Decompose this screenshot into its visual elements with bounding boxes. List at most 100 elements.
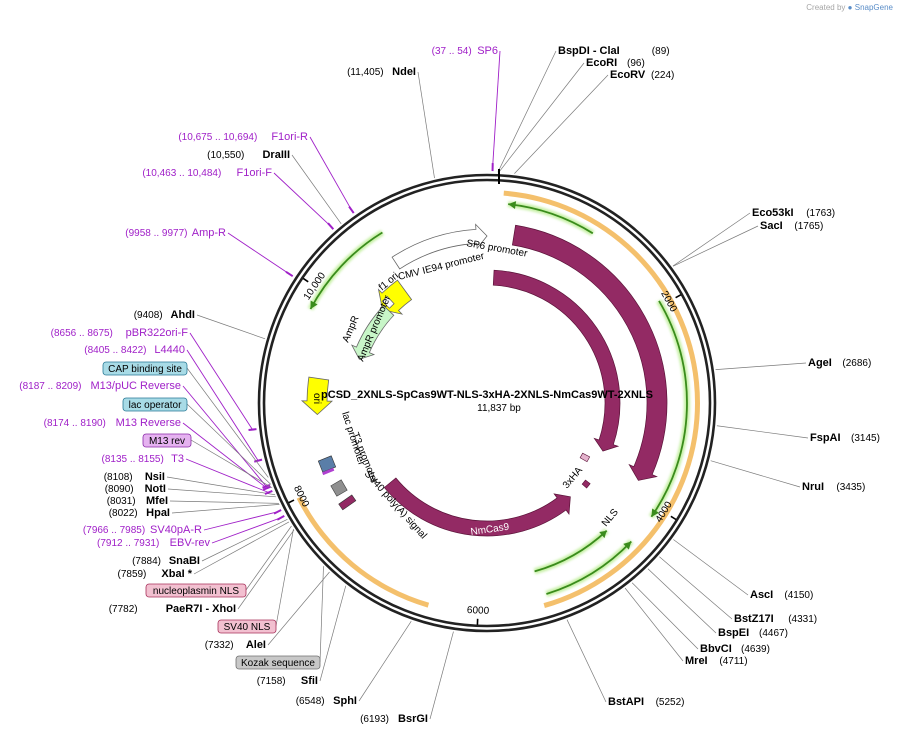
restriction-site-name: AhdI [171, 309, 195, 321]
restriction-site-position: (3145) [851, 433, 880, 444]
green-arc-inner-glow [533, 528, 609, 575]
tick-mark [288, 499, 295, 504]
site-leader-line [193, 521, 290, 575]
primer-leader-line [227, 232, 290, 275]
nls-marker [581, 479, 591, 489]
site-leader-line [291, 154, 342, 225]
green-arc-right-head [651, 508, 659, 517]
feature-label-text: M13 rev [149, 436, 185, 447]
nls-label: NLS [600, 507, 621, 529]
restriction-site-position: (7884) [132, 556, 161, 567]
cas9-inner-arrow [492, 269, 621, 452]
primer-position: (8135 .. 8155) [102, 454, 164, 465]
site-leader-line [358, 621, 412, 702]
restriction-site-name: BstZ17I [734, 613, 774, 625]
primer-name: F1ori-F [237, 167, 273, 179]
site-leader-line [169, 500, 279, 504]
feature-leader-line [319, 566, 324, 663]
feature-leader-line [245, 525, 292, 591]
site-leader-line [715, 362, 807, 370]
site-leader-line [672, 212, 751, 267]
plasmid-length: 11,837 bp [477, 403, 521, 414]
restriction-site-name: AgeI [808, 357, 832, 369]
site-leader-line [429, 631, 454, 720]
restriction-site-name: BspEI [718, 627, 749, 639]
ori-label: ori [311, 393, 322, 404]
restriction-site-position: (4711) [719, 656, 747, 667]
feature-leader-line [186, 403, 272, 485]
primer-name: Amp-R [192, 227, 226, 239]
green-arc-inner-head [599, 530, 607, 539]
site-leader-line [417, 71, 435, 179]
restriction-site-name: FspAI [810, 432, 841, 444]
credit-brand: SnapGene [854, 3, 893, 12]
site-leader-line [659, 556, 733, 620]
restriction-site-position: (8108) [104, 472, 133, 483]
restriction-site-position: (8031) [107, 496, 136, 507]
green-arc-bottom-head [623, 541, 632, 550]
nmcas9-label: NmCas9 [470, 522, 510, 538]
feature-label-box [122, 397, 188, 412]
primer-position: (10,675 .. 10,694) [178, 132, 257, 143]
restriction-site-name: SphI [333, 695, 357, 707]
feature-label-box [235, 655, 321, 670]
green-arc-left-head [310, 300, 318, 309]
primer-name: SP6 [477, 45, 498, 57]
green-arc-inner [534, 530, 608, 573]
restriction-site-position: (5252) [656, 697, 685, 708]
restriction-site-position: (4639) [741, 644, 770, 655]
feature-label-text: SV40 NLS [224, 622, 271, 633]
green-arc-left-glow [307, 229, 384, 311]
site-leader-line [497, 50, 557, 173]
restriction-site-name: BsrGI [398, 713, 428, 725]
primer-leader-line [203, 511, 278, 531]
restriction-site-position: (224) [651, 70, 674, 81]
restriction-site-position: (6548) [296, 696, 325, 707]
feature-leader-line [186, 367, 269, 478]
ha-tag-marker [579, 452, 591, 463]
tick-mark [302, 277, 309, 283]
nmcas9-arrow [383, 477, 571, 537]
primer-marker [276, 514, 285, 521]
primer-marker [348, 205, 355, 214]
feature-label-box [217, 619, 277, 634]
site-leader-line [514, 74, 609, 174]
site-leader-line [716, 425, 809, 439]
primer-position: (8187 .. 8209) [19, 381, 81, 392]
restriction-site-name: PaeR7I - XhoI [166, 603, 236, 615]
primer-position: (7966 .. 7985) [83, 525, 145, 536]
small-features [317, 455, 357, 511]
primer-name: pBR322ori-F [126, 327, 189, 339]
restriction-site-position: (10,550) [207, 150, 244, 161]
m13-marker [322, 467, 335, 476]
green-arc-bottom [546, 540, 632, 595]
leader-lines [166, 50, 809, 720]
restriction-site-position: (11,405) [347, 67, 384, 78]
restriction-site-position: (4467) [759, 628, 788, 639]
restriction-site-position: (7859) [117, 569, 146, 580]
primer-position: (8405 .. 8422) [84, 345, 146, 356]
primer-name: F1ori-R [271, 131, 308, 143]
site-leader-line [201, 518, 288, 562]
ampr-promoter-arrow [381, 295, 395, 309]
restriction-site-name: NotI [145, 483, 166, 495]
site-leader-line [196, 314, 266, 340]
restriction-site-name: AleI [246, 639, 266, 651]
primer-leader-line [182, 422, 268, 489]
restriction-site-name: SacI [760, 220, 783, 232]
primer-leader-line [273, 172, 331, 227]
primer-marker [264, 490, 273, 495]
site-leader-line [672, 225, 759, 267]
primer-position: (8656 .. 8675) [51, 328, 113, 339]
green-arc-top [508, 203, 594, 235]
primer-marker [273, 509, 282, 515]
feature-leader-line [190, 439, 273, 489]
restriction-site-name: XbaI * [161, 568, 192, 580]
feature-label-text: Kozak sequence [241, 658, 315, 669]
restriction-site-name: EcoRV [610, 69, 646, 81]
site-leader-line [710, 460, 801, 488]
snapgene-credit: Created by ● SnapGene [806, 3, 893, 12]
ampr-promoter-label: AmpR promoter [356, 293, 394, 363]
backbone-inner-ring [262, 178, 712, 628]
